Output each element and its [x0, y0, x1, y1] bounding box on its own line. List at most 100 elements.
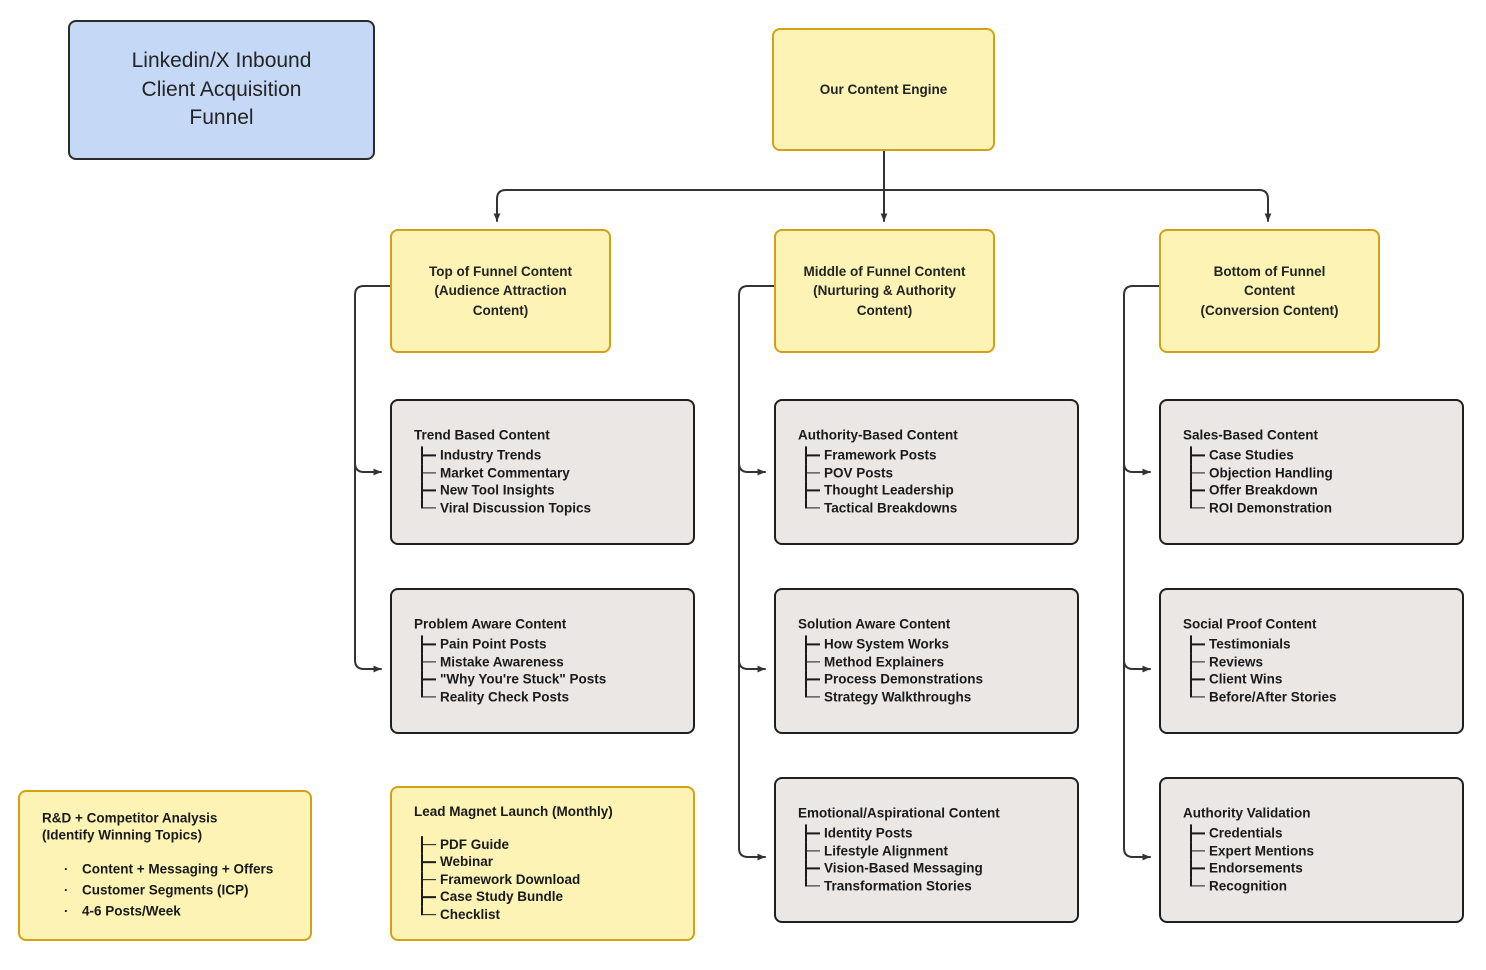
node-rnd-competitor-analysis[interactable]: R&D + Competitor Analysis (Identify Winn…	[18, 790, 312, 941]
tree-branch-icon	[1187, 499, 1209, 517]
list-item-label: Market Commentary	[440, 465, 570, 481]
node-top-of-funnel[interactable]: Top of Funnel Content (Audience Attracti…	[390, 229, 611, 353]
node-top-of-funnel-line-1: Top of Funnel Content	[429, 263, 572, 279]
list-item: Reality Check Posts	[418, 688, 683, 706]
list-item: Testimonials	[1187, 635, 1452, 654]
list-item: Pain Point Posts	[418, 635, 683, 654]
list-item-label: Framework Posts	[824, 447, 937, 463]
tree-branch-icon	[418, 888, 440, 906]
list-item: Mistake Awareness	[418, 653, 683, 671]
list-item-label: Offer Breakdown	[1209, 482, 1318, 498]
list-item: Case Study Bundle	[418, 888, 683, 906]
list-item-label: Thought Leadership	[824, 482, 954, 498]
node-bottom-of-funnel-line-1: Bottom of Funnel	[1213, 263, 1326, 279]
list-item: Client Wins	[1187, 670, 1452, 689]
tree-branch-icon	[418, 670, 440, 689]
tree-branch-icon	[802, 859, 824, 878]
list-item-label: 4-6 Posts/Week	[82, 903, 181, 919]
list-item: Market Commentary	[418, 464, 683, 482]
tree-branch-icon	[418, 835, 440, 854]
list-item-label: Webinar	[440, 854, 494, 870]
list-item: "Why You're Stuck" Posts	[418, 670, 683, 689]
list-item: Identity Posts	[802, 824, 1067, 843]
list-title: Trend Based Content	[414, 427, 550, 443]
list-item: Thought Leadership	[802, 481, 1067, 500]
tree-branch-icon	[418, 870, 440, 889]
list-item-label: Expert Mentions	[1209, 843, 1315, 859]
list-item-label: Identity Posts	[824, 825, 913, 841]
tree-branch-icon	[1187, 635, 1209, 654]
list-item-label: Tactical Breakdowns	[824, 500, 958, 516]
list-item: Vision-Based Messaging	[802, 859, 1067, 878]
list-title: Lead Magnet Launch (Monthly)	[414, 803, 613, 819]
list-item-label: Method Explainers	[824, 654, 945, 670]
tree-branch-icon	[1187, 859, 1209, 878]
bullet-dot-icon: ·	[64, 882, 69, 898]
list-item: Process Demonstrations	[802, 670, 1067, 689]
tree-branch-icon	[418, 635, 440, 654]
list-item: Lifestyle Alignment	[802, 842, 1067, 860]
list-item-label: Viral Discussion Topics	[440, 500, 592, 516]
list-title: Authority Validation	[1183, 805, 1311, 821]
tree-branch-icon	[418, 653, 440, 671]
tree-branch-icon	[1187, 824, 1209, 843]
list-item: Objection Handling	[1187, 464, 1452, 482]
list-title: Social Proof Content	[1183, 616, 1317, 632]
list-item: Endorsements	[1187, 859, 1452, 878]
tree-branch-icon	[802, 481, 824, 500]
list-item: POV Posts	[802, 464, 1067, 482]
list-item-label: Case Study Bundle	[440, 889, 564, 905]
node-our-content-engine-label: Our Content Engine	[819, 81, 948, 97]
list-item-label: Vision-Based Messaging	[824, 860, 983, 876]
diagram-title-line-3: Funnel	[189, 106, 254, 130]
list-item: Credentials	[1187, 824, 1452, 843]
tree-branch-icon	[1187, 481, 1209, 500]
list-item: Recognition	[1187, 877, 1452, 895]
list-item: PDF Guide	[418, 835, 683, 854]
tree-branch-icon	[802, 842, 824, 860]
rnd-title: R&D + Competitor Analysis	[42, 809, 218, 825]
list-item: Checklist	[418, 905, 683, 924]
diagram-title-line-1: Linkedin/X Inbound	[131, 49, 312, 73]
tree-branch-icon	[802, 824, 824, 843]
node-middle-of-funnel-line-3: Content)	[856, 302, 913, 318]
list-item-label: Transformation Stories	[824, 878, 972, 894]
list-item: Framework Posts	[802, 446, 1067, 465]
list-item-label: Content + Messaging + Offers	[82, 861, 274, 877]
node-middle-of-funnel-line-1: Middle of Funnel Content	[803, 263, 966, 279]
list-item-label: POV Posts	[824, 465, 894, 481]
tree-branch-icon	[1187, 464, 1209, 482]
list-item-label: Testimonials	[1209, 636, 1291, 652]
node-our-content-engine[interactable]: Our Content Engine	[772, 28, 995, 151]
list-item-label: Customer Segments (ICP)	[82, 882, 249, 898]
bullet-dot-icon: ·	[64, 903, 69, 919]
tree-branch-icon	[418, 481, 440, 500]
list-item: Case Studies	[1187, 446, 1452, 465]
list-item-label: Framework Download	[440, 871, 581, 887]
node-bottom-of-funnel-line-3: (Conversion Content)	[1200, 302, 1339, 318]
node-middle-of-funnel[interactable]: Middle of Funnel Content (Nurturing & Au…	[774, 229, 995, 353]
list-item-label: Recognition	[1209, 878, 1287, 894]
list-item-label: Checklist	[440, 906, 501, 922]
list-item: Strategy Walkthroughs	[802, 688, 1067, 706]
node-bottom-of-funnel[interactable]: Bottom of Funnel Content (Conversion Con…	[1159, 229, 1380, 353]
list-spacer	[414, 820, 683, 833]
